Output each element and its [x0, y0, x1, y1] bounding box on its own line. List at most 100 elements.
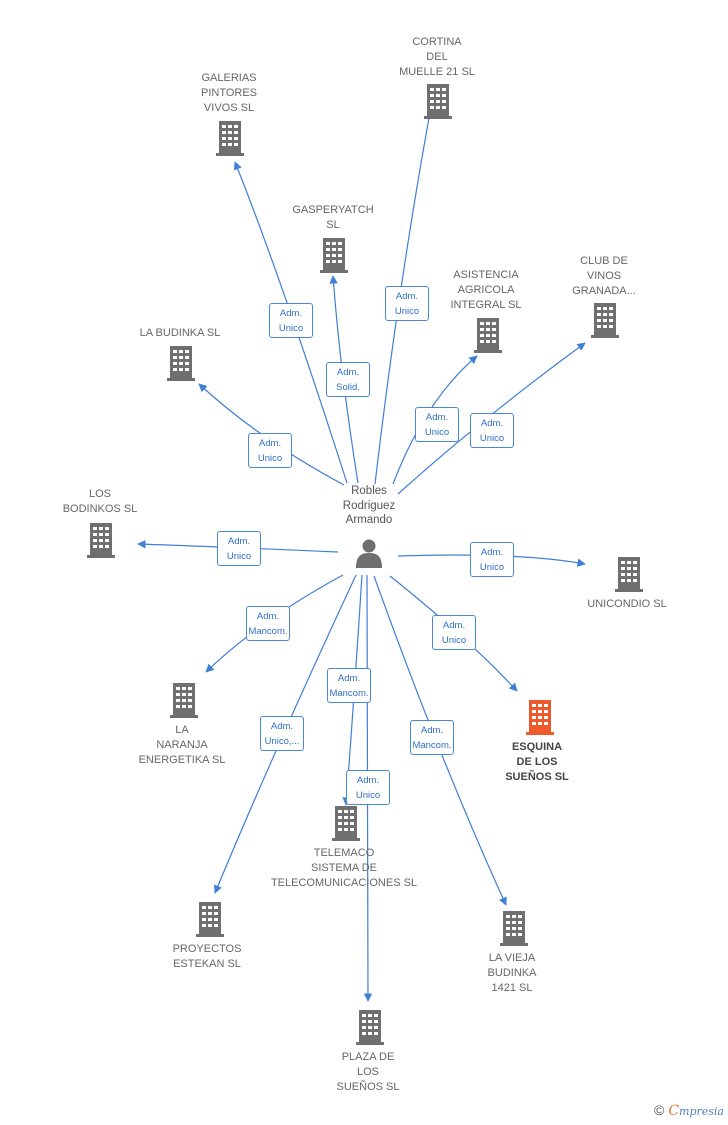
building-icon-cortina[interactable]	[424, 84, 452, 119]
role-badge-galerias[interactable]: Adm. Unico	[269, 303, 313, 338]
role-badge-line: Adm.	[425, 412, 449, 423]
building-icon-proyectos[interactable]	[196, 902, 224, 937]
company-label-line: GRANADA...	[572, 285, 636, 297]
role-badge-line: Adm.	[480, 547, 504, 558]
company-label-labudinka[interactable]: LA BUDINKA SL	[95, 326, 265, 341]
company-label-line: TELEMACO	[313, 847, 375, 859]
role-badge-naranja[interactable]: Adm. Mancom.	[246, 606, 290, 641]
role-badge-line: Unico	[355, 790, 381, 801]
company-label-unicondio[interactable]: UNICONDIO SL	[542, 597, 712, 612]
company-label-line: SISTEMA DE	[310, 862, 378, 874]
role-badge-line: Adm.	[356, 775, 380, 786]
company-label-line: NARANJA	[156, 739, 208, 751]
company-label-asistencia[interactable]: ASISTENCIA AGRICOLA INTEGRAL SL	[401, 268, 571, 313]
person-name-line: Robles	[351, 485, 387, 497]
role-badge-line: Adm.	[442, 620, 466, 631]
role-badge-line: Adm.	[395, 291, 419, 302]
company-label-line: TELECOMUNICACIONES SL	[270, 877, 418, 889]
company-label-line: DE LOS	[516, 756, 558, 768]
role-badge-line: Adm.	[279, 308, 303, 319]
role-badge-line: Solid.	[336, 382, 360, 393]
company-label-line: LA BUDINKA SL	[139, 327, 221, 339]
brand-logo-initial: C	[668, 1103, 680, 1119]
company-label-line: SL	[326, 219, 340, 231]
company-label-line: INTEGRAL SL	[450, 299, 522, 311]
role-badge-line: Unico	[479, 562, 505, 573]
building-icon-plaza[interactable]	[356, 1010, 384, 1045]
role-badge-line: Adm.	[337, 673, 361, 684]
building-icon-labudinka[interactable]	[167, 346, 195, 381]
company-label-naranja[interactable]: LA NARANJA ENERGETIKA SL	[97, 723, 267, 768]
building-icon-asistencia[interactable]	[474, 318, 502, 353]
building-icon-unicondio[interactable]	[615, 557, 643, 592]
role-badge-line: Unico	[226, 551, 252, 562]
role-badge-line: Mancom.	[412, 740, 452, 751]
building-icon-club[interactable]	[591, 303, 619, 338]
company-label-telemaco[interactable]: TELEMACO SISTEMA DE TELECOMUNICACIONES SL	[259, 846, 429, 891]
company-label-proyectos[interactable]: PROYECTOS ESTEKAN SL	[122, 942, 292, 972]
role-badge-asistencia[interactable]: Adm. Unico	[415, 407, 459, 442]
role-badge-line: Unico	[424, 427, 450, 438]
role-badge-line: Adm.	[420, 725, 444, 736]
company-label-cortina[interactable]: CORTINA DEL MUELLE 21 SL	[352, 35, 522, 80]
role-badge-plaza[interactable]: Adm. Unico	[346, 770, 390, 805]
role-badge-unicondio[interactable]: Adm. Unico	[470, 542, 514, 577]
company-label-line: LA	[175, 724, 189, 736]
role-badge-line: Unico	[479, 433, 505, 444]
company-label-line: CORTINA	[412, 36, 462, 48]
company-label-line: LOS	[356, 1066, 379, 1078]
copyright-icon: ©	[653, 1102, 665, 1118]
brand-name: mpresia	[679, 1105, 724, 1118]
company-label-line: CLUB DE	[580, 255, 628, 267]
company-label-line: DEL	[426, 51, 448, 63]
building-icon-losbodinkos[interactable]	[87, 523, 115, 558]
role-badge-line: Adm.	[256, 611, 280, 622]
company-label-line: AGRICOLA	[457, 284, 515, 296]
person-name-line: Rodriguez	[342, 499, 396, 512]
person-icon[interactable]	[356, 539, 382, 569]
company-label-line: ASISTENCIA	[453, 269, 519, 281]
building-icon-gasperyatch[interactable]	[320, 238, 348, 273]
role-badge-club[interactable]: Adm.Unico	[470, 413, 514, 448]
role-badge-gasperyatch[interactable]: Adm.Solid.	[326, 362, 370, 397]
role-badge-line: Unico,...	[264, 736, 300, 747]
role-badge-line: Mancom.	[248, 626, 288, 637]
role-badge-line: Adm.	[227, 536, 251, 547]
role-badge-line: Unico	[278, 323, 304, 334]
company-label-line: LOS	[88, 488, 111, 500]
building-icon-esquina[interactable]	[526, 700, 554, 735]
company-label-line: MUELLE 21 SL	[399, 66, 475, 78]
building-icon-telemaco[interactable]	[332, 806, 360, 841]
building-icon-lavieja[interactable]	[500, 911, 528, 946]
role-badge-lavieja[interactable]: Adm. Mancom.	[410, 720, 454, 755]
company-label-line: ESTEKAN SL	[173, 958, 241, 970]
company-label-line: UNICONDIO SL	[587, 598, 667, 610]
building-icon-galerias[interactable]	[216, 121, 244, 156]
role-badge-esquina[interactable]: Adm. Unico	[432, 615, 476, 650]
role-badge-cortina[interactable]: Adm.Unico	[385, 286, 429, 321]
company-label-line: 1421 SL	[491, 982, 533, 994]
role-badge-labudinka[interactable]: Adm.Unico	[248, 433, 292, 468]
icons	[87, 84, 643, 1045]
edge-cortina	[374, 95, 436, 485]
role-badge-line: Unico	[441, 635, 467, 646]
building-icon-naranja[interactable]	[170, 683, 198, 718]
company-label-line: ESQUINA	[511, 741, 563, 753]
role-badge-proyectos[interactable]: Adm.Unico,...	[260, 716, 304, 751]
role-badge-losbodinkos[interactable]: Adm. Unico	[217, 531, 261, 566]
company-label-line: LA VIEJA	[488, 952, 536, 964]
company-label-line: ENERGETIKA SL	[138, 754, 226, 766]
role-badge-line: Mancom.	[329, 688, 369, 699]
company-label-line: PROYECTOS	[172, 943, 242, 955]
company-label-line: GALERIAS	[201, 72, 257, 84]
role-badge-telemaco[interactable]: Adm. Mancom.	[327, 668, 371, 703]
